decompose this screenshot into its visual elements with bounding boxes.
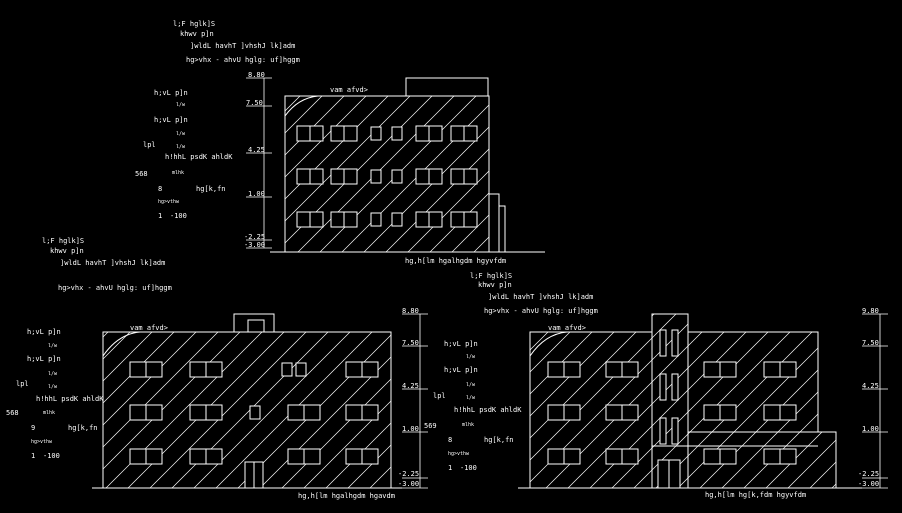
side-label: h!hhL psdK ahldK bbox=[165, 153, 233, 161]
level-label: 4.25 bbox=[402, 382, 419, 390]
side-label: mlhk bbox=[172, 170, 184, 176]
block-line: ]wldL havhT ]vhshJ lk]adm bbox=[190, 42, 295, 50]
level-markers bbox=[402, 313, 428, 489]
title-block: l;F hglk]S khwv p]n ]wldL havhT ]vhshJ l… bbox=[42, 237, 172, 292]
side-label: l/w bbox=[466, 354, 476, 360]
block-line: khwv p]n bbox=[478, 281, 512, 289]
level-label: 8.80 bbox=[248, 71, 265, 79]
level-label: 4.25 bbox=[248, 146, 265, 154]
side-label: 1 bbox=[31, 452, 35, 460]
side-label: 569 bbox=[424, 422, 437, 430]
side-label: hg>vthw bbox=[158, 199, 180, 205]
side-label: 568 bbox=[135, 170, 148, 178]
level-label: -2.25 bbox=[858, 470, 879, 478]
side-label: l/w bbox=[176, 144, 186, 150]
windows bbox=[547, 329, 797, 489]
level-label: 9.80 bbox=[862, 307, 879, 315]
side-label: h;vL p]n bbox=[154, 116, 188, 124]
level-label: -2.25 bbox=[244, 233, 265, 241]
elevation-drawing-2: l;F hglk]S khwv p]n ]wldL havhT ]vhshJ l… bbox=[6, 237, 428, 500]
side-label: 8 bbox=[158, 185, 162, 193]
level-markers bbox=[862, 313, 888, 489]
level-label: -3.00 bbox=[244, 241, 265, 249]
level-label: 7.50 bbox=[862, 339, 879, 347]
side-label: lpl bbox=[143, 141, 156, 149]
side-label: 1 bbox=[448, 464, 452, 472]
side-label: hg[k,fn bbox=[196, 185, 226, 193]
side-label: l/w bbox=[48, 343, 58, 349]
block-line: ]wldL havhT ]vhshJ lk]adm bbox=[488, 293, 593, 301]
side-label: lpl bbox=[16, 380, 29, 388]
side-labels: h;vL p]n l/w h;vL p]n l/w l/w lpl h!hhL … bbox=[135, 89, 233, 220]
windows bbox=[129, 319, 379, 489]
level-label: 1.00 bbox=[862, 425, 879, 433]
level-label: 7.50 bbox=[246, 99, 263, 107]
elevation-drawing-3: l;F hglk]S khwv p]n ]wldL havhT ]vhshJ l… bbox=[424, 272, 888, 499]
block-line: l;F hglk]S bbox=[470, 272, 512, 280]
level-label: 1.00 bbox=[248, 190, 265, 198]
side-label: l/w bbox=[48, 384, 58, 390]
side-label: l/w bbox=[466, 395, 476, 401]
side-labels: h;vL p]n l/w h;vL p]n l/w l/w lpl h!hhL … bbox=[6, 328, 104, 460]
side-label: h;vL p]n bbox=[27, 328, 61, 336]
elevation-caption: hg,h[lm hg[k,fdm hgyvfdm bbox=[705, 491, 806, 499]
side-label: h;vL p]n bbox=[444, 366, 478, 374]
side-label: 9 bbox=[31, 424, 35, 432]
side-label: 1 bbox=[158, 212, 162, 220]
side-label: hg[k,fn bbox=[68, 424, 98, 432]
side-label: -100 bbox=[170, 212, 187, 220]
roof-label: vam afvd> bbox=[330, 86, 368, 94]
side-labels: h;vL p]n l/w h;vL p]n l/w l/w lpl h!hhL … bbox=[424, 340, 522, 472]
level-markers bbox=[246, 77, 272, 249]
block-line: khwv p]n bbox=[180, 30, 214, 38]
block-line: l;F hglk]S bbox=[42, 237, 84, 245]
block-line: hg>vhx - ahvU hglg: uf]hggm bbox=[58, 284, 172, 292]
side-label: h!hhL psdK ahldK bbox=[454, 406, 522, 414]
block-line: l;F hglk]S bbox=[173, 20, 215, 28]
side-label: h;vL p]n bbox=[154, 89, 188, 97]
side-label: l/w bbox=[466, 382, 476, 388]
side-label: 8 bbox=[448, 436, 452, 444]
side-label: l/w bbox=[176, 131, 186, 137]
level-label: -3.00 bbox=[398, 480, 419, 488]
block-line: hg>vhx - ahvU hglg: uf]hggm bbox=[186, 56, 300, 64]
elevation-caption: hg,h[lm hgalhgdm hgyvfdm bbox=[405, 257, 506, 265]
block-line: khwv p]n bbox=[50, 247, 84, 255]
side-label: hg[k,fn bbox=[484, 436, 514, 444]
roof-label: vam afvd> bbox=[130, 324, 168, 332]
level-label: 8.80 bbox=[402, 307, 419, 315]
side-label: hg>vthw bbox=[31, 439, 53, 445]
level-label: 4.25 bbox=[862, 382, 879, 390]
windows bbox=[296, 125, 478, 228]
roof-label: vam afvd> bbox=[548, 324, 586, 332]
side-label: hg>vthw bbox=[448, 451, 470, 457]
side-label: mlhk bbox=[462, 422, 474, 428]
side-label: mlhk bbox=[43, 410, 55, 416]
side-label: lpl bbox=[433, 392, 446, 400]
side-label: l/w bbox=[48, 371, 58, 377]
side-label: -100 bbox=[43, 452, 60, 460]
side-label: h;vL p]n bbox=[444, 340, 478, 348]
level-label: 7.50 bbox=[402, 339, 419, 347]
block-line: hg>vhx - ahvU hglg: uf]hggm bbox=[484, 307, 598, 315]
side-label: 568 bbox=[6, 409, 19, 417]
block-line: ]wldL havhT ]vhshJ lk]adm bbox=[60, 259, 165, 267]
side-label: h;vL p]n bbox=[27, 355, 61, 363]
side-label: -100 bbox=[460, 464, 477, 472]
side-label: h!hhL psdK ahldK bbox=[36, 395, 104, 403]
elevation-caption: hg,h[lm hgalhgdm hgavdm bbox=[298, 492, 395, 500]
elevation-drawing-1: l;F hglk]S khwv p]n ]wldL havhT ]vhshJ l… bbox=[135, 20, 545, 265]
level-label: 1.00 bbox=[402, 425, 419, 433]
level-label: -2.25 bbox=[398, 470, 419, 478]
title-block: l;F hglk]S khwv p]n ]wldL havhT ]vhshJ l… bbox=[470, 272, 598, 315]
title-block: l;F hglk]S khwv p]n ]wldL havhT ]vhshJ l… bbox=[173, 20, 300, 64]
side-label: l/w bbox=[176, 102, 186, 108]
level-label: -3.00 bbox=[858, 480, 879, 488]
